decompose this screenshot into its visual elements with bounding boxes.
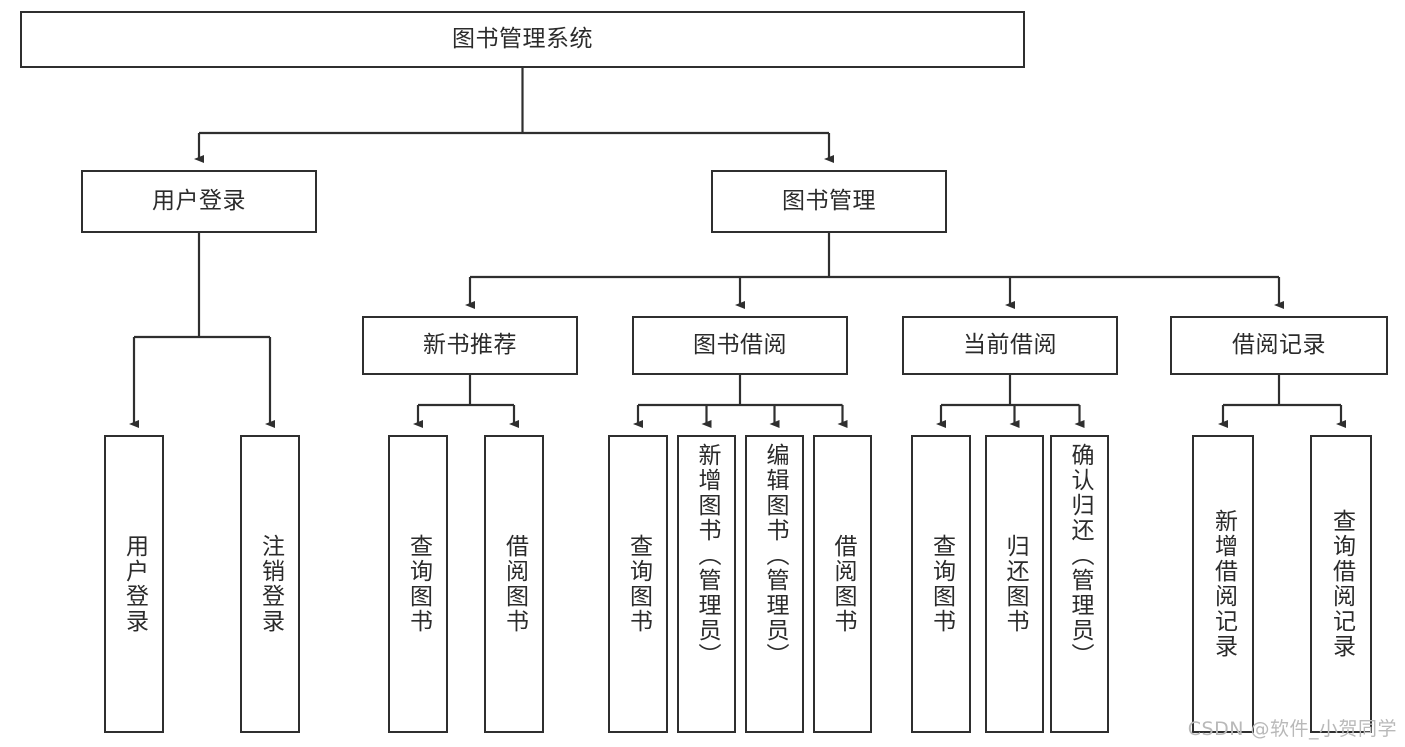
node-add-book-admin[interactable]: 新增图书（管理员） xyxy=(677,435,736,733)
watermark-text: CSDN @软件_小贺同学 xyxy=(1187,718,1397,740)
node-new-book-recommend[interactable]: 新书推荐 xyxy=(362,316,578,375)
node-label-wrap: 当前借阅 xyxy=(904,318,1116,373)
node-query-book-1[interactable]: 查询图书 xyxy=(388,435,448,733)
node-edit-book-admin[interactable]: 编辑图书（管理员） xyxy=(745,435,804,733)
node-label: 新书推荐 xyxy=(423,332,517,359)
node-label: 当前借阅 xyxy=(963,332,1057,359)
node-label: 新增借阅记录 xyxy=(1210,509,1237,659)
node-label: 用户登录 xyxy=(152,188,246,215)
node-label-wrap: 借阅图书 xyxy=(815,437,870,731)
node-user-logout-leaf[interactable]: 注销登录 xyxy=(240,435,300,733)
node-label: 图书管理 xyxy=(782,188,876,215)
node-borrow-book-2[interactable]: 借阅图书 xyxy=(813,435,872,733)
node-label: 编辑图书（管理员） xyxy=(762,443,788,668)
node-root[interactable]: 图书管理系统 xyxy=(20,11,1025,68)
node-label: 图书管理系统 xyxy=(452,26,593,53)
node-label-wrap: 图书管理系统 xyxy=(22,13,1023,66)
node-return-book[interactable]: 归还图书 xyxy=(985,435,1044,733)
node-label-wrap: 归还图书 xyxy=(987,437,1042,731)
node-label: 查询图书 xyxy=(625,534,652,634)
node-label-wrap: 注销登录 xyxy=(242,437,298,731)
node-label-wrap: 查询借阅记录 xyxy=(1312,437,1370,731)
node-label-wrap: 借阅记录 xyxy=(1172,318,1386,373)
node-label: 查询图书 xyxy=(405,534,432,634)
node-add-borrow-record[interactable]: 新增借阅记录 xyxy=(1192,435,1254,733)
node-label: 注销登录 xyxy=(257,534,284,634)
node-label: 用户登录 xyxy=(121,534,148,634)
node-book-borrow[interactable]: 图书借阅 xyxy=(632,316,848,375)
node-label-wrap: 编辑图书（管理员） xyxy=(747,437,802,731)
node-label-wrap: 图书借阅 xyxy=(634,318,846,373)
node-label-wrap: 借阅图书 xyxy=(486,437,542,731)
node-user-login[interactable]: 用户登录 xyxy=(81,170,317,233)
node-label: 借阅图书 xyxy=(830,534,856,634)
node-label-wrap: 新书推荐 xyxy=(364,318,576,373)
node-query-borrow-record[interactable]: 查询借阅记录 xyxy=(1310,435,1372,733)
node-book-management[interactable]: 图书管理 xyxy=(711,170,947,233)
node-query-book-2[interactable]: 查询图书 xyxy=(608,435,668,733)
node-label-wrap: 新增借阅记录 xyxy=(1194,437,1252,731)
node-label: 查询图书 xyxy=(928,534,955,634)
node-label-wrap: 新增图书（管理员） xyxy=(679,437,734,731)
node-label-wrap: 图书管理 xyxy=(713,172,945,231)
node-label-wrap: 查询图书 xyxy=(610,437,666,731)
node-query-book-3[interactable]: 查询图书 xyxy=(911,435,971,733)
node-label: 借阅记录 xyxy=(1232,332,1326,359)
node-label-wrap: 确认归还（管理员） xyxy=(1052,437,1107,731)
node-label-wrap: 查询图书 xyxy=(390,437,446,731)
node-label: 新增图书（管理员） xyxy=(694,443,720,668)
node-label-wrap: 用户登录 xyxy=(83,172,315,231)
node-label: 图书借阅 xyxy=(693,332,787,359)
node-label-wrap: 查询图书 xyxy=(913,437,969,731)
node-label: 确认归还（管理员） xyxy=(1067,443,1093,668)
node-borrow-records[interactable]: 借阅记录 xyxy=(1170,316,1388,375)
node-current-borrow[interactable]: 当前借阅 xyxy=(902,316,1118,375)
node-label: 借阅图书 xyxy=(501,534,528,634)
node-label: 查询借阅记录 xyxy=(1328,509,1355,659)
node-user-login-leaf[interactable]: 用户登录 xyxy=(104,435,164,733)
node-label: 归还图书 xyxy=(1002,534,1028,634)
node-label-wrap: 用户登录 xyxy=(106,437,162,731)
node-borrow-book-1[interactable]: 借阅图书 xyxy=(484,435,544,733)
node-confirm-return-admin[interactable]: 确认归还（管理员） xyxy=(1050,435,1109,733)
